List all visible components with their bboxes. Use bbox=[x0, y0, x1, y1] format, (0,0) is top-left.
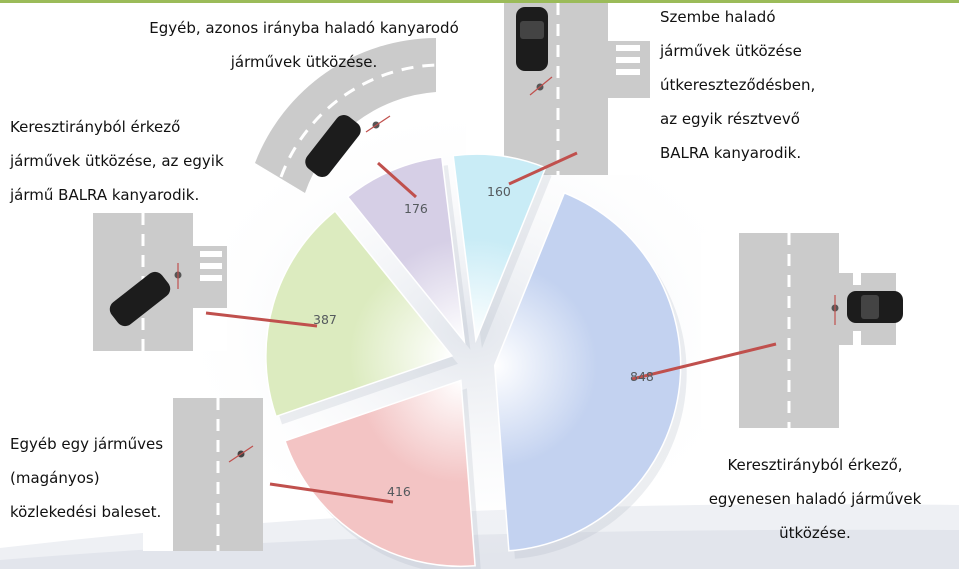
annotation-left-bottom: Egyéb egy járműves (magányos) közlekedés… bbox=[10, 427, 163, 529]
annotation-line: egyenesen haladó járművek bbox=[708, 490, 922, 508]
annotation-line: Egyéb egy járműves bbox=[10, 435, 164, 453]
annotation-line: Keresztirányból érkező bbox=[10, 118, 181, 136]
pie-slice bbox=[265, 210, 454, 418]
pie-slice bbox=[493, 191, 682, 552]
data-labels: 848 416 387 176 160 bbox=[313, 184, 654, 499]
annotation-line: Keresztirányból érkező, bbox=[727, 456, 903, 474]
data-label: 387 bbox=[313, 312, 337, 327]
leader-line bbox=[376, 161, 418, 199]
annotation-left-mid: Keresztirányból érkező járművek ütközése… bbox=[10, 110, 224, 212]
annotation-line: járművek ütközése bbox=[660, 42, 802, 60]
leader-line bbox=[205, 311, 318, 328]
leader-line bbox=[631, 342, 777, 381]
intersection-diagram-straight-crossing bbox=[701, 233, 903, 428]
leader-line bbox=[269, 482, 394, 504]
intersection-diagram-left-turn-crossing bbox=[60, 213, 227, 351]
road-diagram-single-vehicle bbox=[143, 398, 263, 551]
pie-slice bbox=[284, 379, 476, 568]
annotation-line: Szembe haladó bbox=[660, 8, 776, 26]
annotation-line: az egyik résztvevő bbox=[660, 110, 800, 128]
annotation-line: járművek ütközése, az egyik bbox=[10, 152, 224, 170]
annotation-line: járművek ütközése. bbox=[230, 53, 378, 71]
data-label: 160 bbox=[487, 184, 511, 199]
annotation-top-right: Szembe haladó járművek ütközése útkeresz… bbox=[660, 0, 815, 170]
annotation-line: útkereszteződésben, bbox=[660, 76, 816, 94]
leader-lines bbox=[205, 151, 777, 504]
pie-slices bbox=[265, 153, 682, 568]
data-label: 176 bbox=[404, 201, 428, 216]
intersection-diagram-oncoming-left-turn bbox=[466, 3, 650, 175]
annotation-line: közlekedési baleset. bbox=[10, 503, 162, 521]
annotation-right: Keresztirányból érkező, egyenesen haladó… bbox=[700, 448, 930, 550]
data-label: 848 bbox=[630, 369, 654, 384]
leader-line bbox=[508, 151, 578, 186]
data-label: 416 bbox=[387, 484, 411, 499]
annotation-line: (magányos) bbox=[10, 469, 100, 487]
annotation-line: jármű BALRA kanyarodik. bbox=[10, 186, 200, 204]
pie-slice bbox=[346, 156, 466, 345]
annotation-top-left: Egyéb, azonos irányba haladó kanyarodó j… bbox=[143, 11, 465, 79]
annotation-line: ütközése. bbox=[779, 524, 851, 542]
annotation-line: Egyéb, azonos irányba haladó kanyarodó bbox=[149, 19, 459, 37]
annotation-line: BALRA kanyarodik. bbox=[660, 144, 802, 162]
curved-road-diagram-same-direction bbox=[255, 38, 437, 193]
